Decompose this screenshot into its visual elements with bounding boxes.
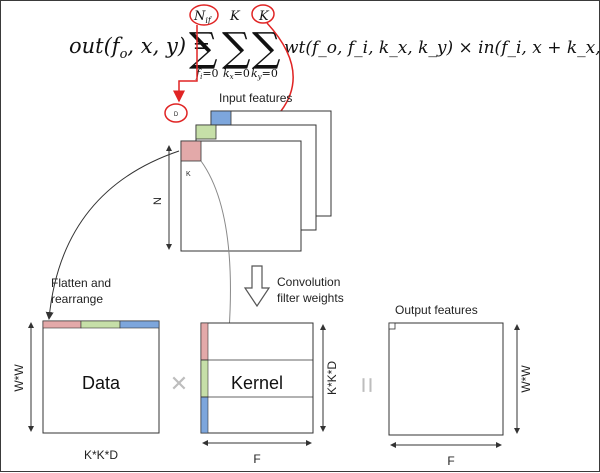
formula-lhs: out(f <box>69 34 123 58</box>
hollow-down-arrow-icon <box>243 265 271 308</box>
sum3-bottom-rest: =0 <box>262 67 278 80</box>
kernel-matrix: Kernel K*K*D F <box>200 322 339 466</box>
equals-icon: = <box>352 377 383 393</box>
convolution-label-line1: Convolution <box>277 275 340 289</box>
input-patch-pink <box>180 140 202 162</box>
kkd-bottom-label: K*K*D <box>84 448 118 462</box>
kernel-label: Kernel <box>231 373 283 393</box>
svg-text:fi=0: fi=0 <box>195 67 219 81</box>
output-corner-cell <box>388 322 396 330</box>
f-kernel-label: F <box>253 452 260 466</box>
times-icon: ✕ <box>170 371 188 396</box>
nif-to-d-arrow <box>173 25 198 103</box>
kernel-box <box>200 322 314 434</box>
kkd-right-label: K*K*D <box>325 361 339 395</box>
flatten-arrow <box>45 150 180 320</box>
sum1-bottom: f <box>195 67 202 80</box>
formula-rhs: wt(f_o, f_i, k_x, k_y) × in(f_i, x + k_x… <box>284 38 600 58</box>
kernel-col-green <box>200 359 209 398</box>
sum2-bottom-sub: x <box>230 73 234 81</box>
flatten-label-line1: Flatten and <box>51 276 111 290</box>
n-label: N <box>152 197 164 205</box>
flatten-label-line2: rearrange <box>51 292 103 306</box>
input-patch-blue <box>210 110 232 126</box>
sigma-3: ∑ <box>252 25 281 71</box>
data-row-blue <box>119 320 160 329</box>
data-label: Data <box>82 373 121 393</box>
sum1-top-sub: if <box>205 16 213 25</box>
convolution-arrow-group: Convolution filter weights <box>243 265 344 308</box>
d-circle-label: D <box>174 112 179 118</box>
sum2-bottom: k <box>223 67 230 80</box>
sum3-top: K <box>258 9 270 24</box>
svg-text:kx=0: kx=0 <box>223 67 250 81</box>
formula-lhs-sub: o <box>120 47 128 62</box>
kernel-col-blue <box>200 396 209 434</box>
input-features-label: Input features <box>219 91 292 105</box>
nif-circle <box>189 4 219 26</box>
data-matrix: Flatten and rearrange Data W*W K*K*D <box>12 276 160 462</box>
f-output-label: F <box>447 454 454 468</box>
sum1-bottom-sub: i <box>200 73 202 81</box>
input-patch-green <box>195 124 217 140</box>
ww-right-label: W*W <box>519 365 533 393</box>
sum1-top: N <box>193 9 206 24</box>
sum3-bottom: k <box>251 67 258 80</box>
kernel-col-pink <box>200 322 209 361</box>
sum2-bottom-rest: =0 <box>234 67 250 80</box>
svg-text:ky=0: ky=0 <box>251 67 278 81</box>
output-matrix: Output features W*W F <box>388 303 533 468</box>
data-box <box>42 320 160 434</box>
output-features-label: Output features <box>395 303 478 317</box>
data-row-pink <box>42 320 82 329</box>
svg-text:Nif: Nif <box>193 9 213 25</box>
data-row-green <box>80 320 121 329</box>
sum3-bottom-sub: y <box>257 73 263 81</box>
kernel-flatten-arrow <box>200 160 233 332</box>
sum2-top: K <box>229 9 241 24</box>
convolution-label-line2: filter weights <box>277 291 344 305</box>
k-circle-top <box>251 4 275 24</box>
output-box <box>388 322 504 436</box>
sigma-2: ∑ <box>222 25 251 71</box>
ww-left-label: W*W <box>12 364 26 392</box>
input-features-stack: Input features K N <box>152 91 332 252</box>
convolution-formula: out(fo, x, y) = ∑ Nif fi=0 ∑ K kx=0 ∑ K … <box>69 9 600 81</box>
k-small-label: K <box>186 171 191 178</box>
sigma-1: ∑ <box>189 25 218 71</box>
sum1-bottom-rest: =0 <box>202 67 218 80</box>
d-circle <box>164 103 188 123</box>
